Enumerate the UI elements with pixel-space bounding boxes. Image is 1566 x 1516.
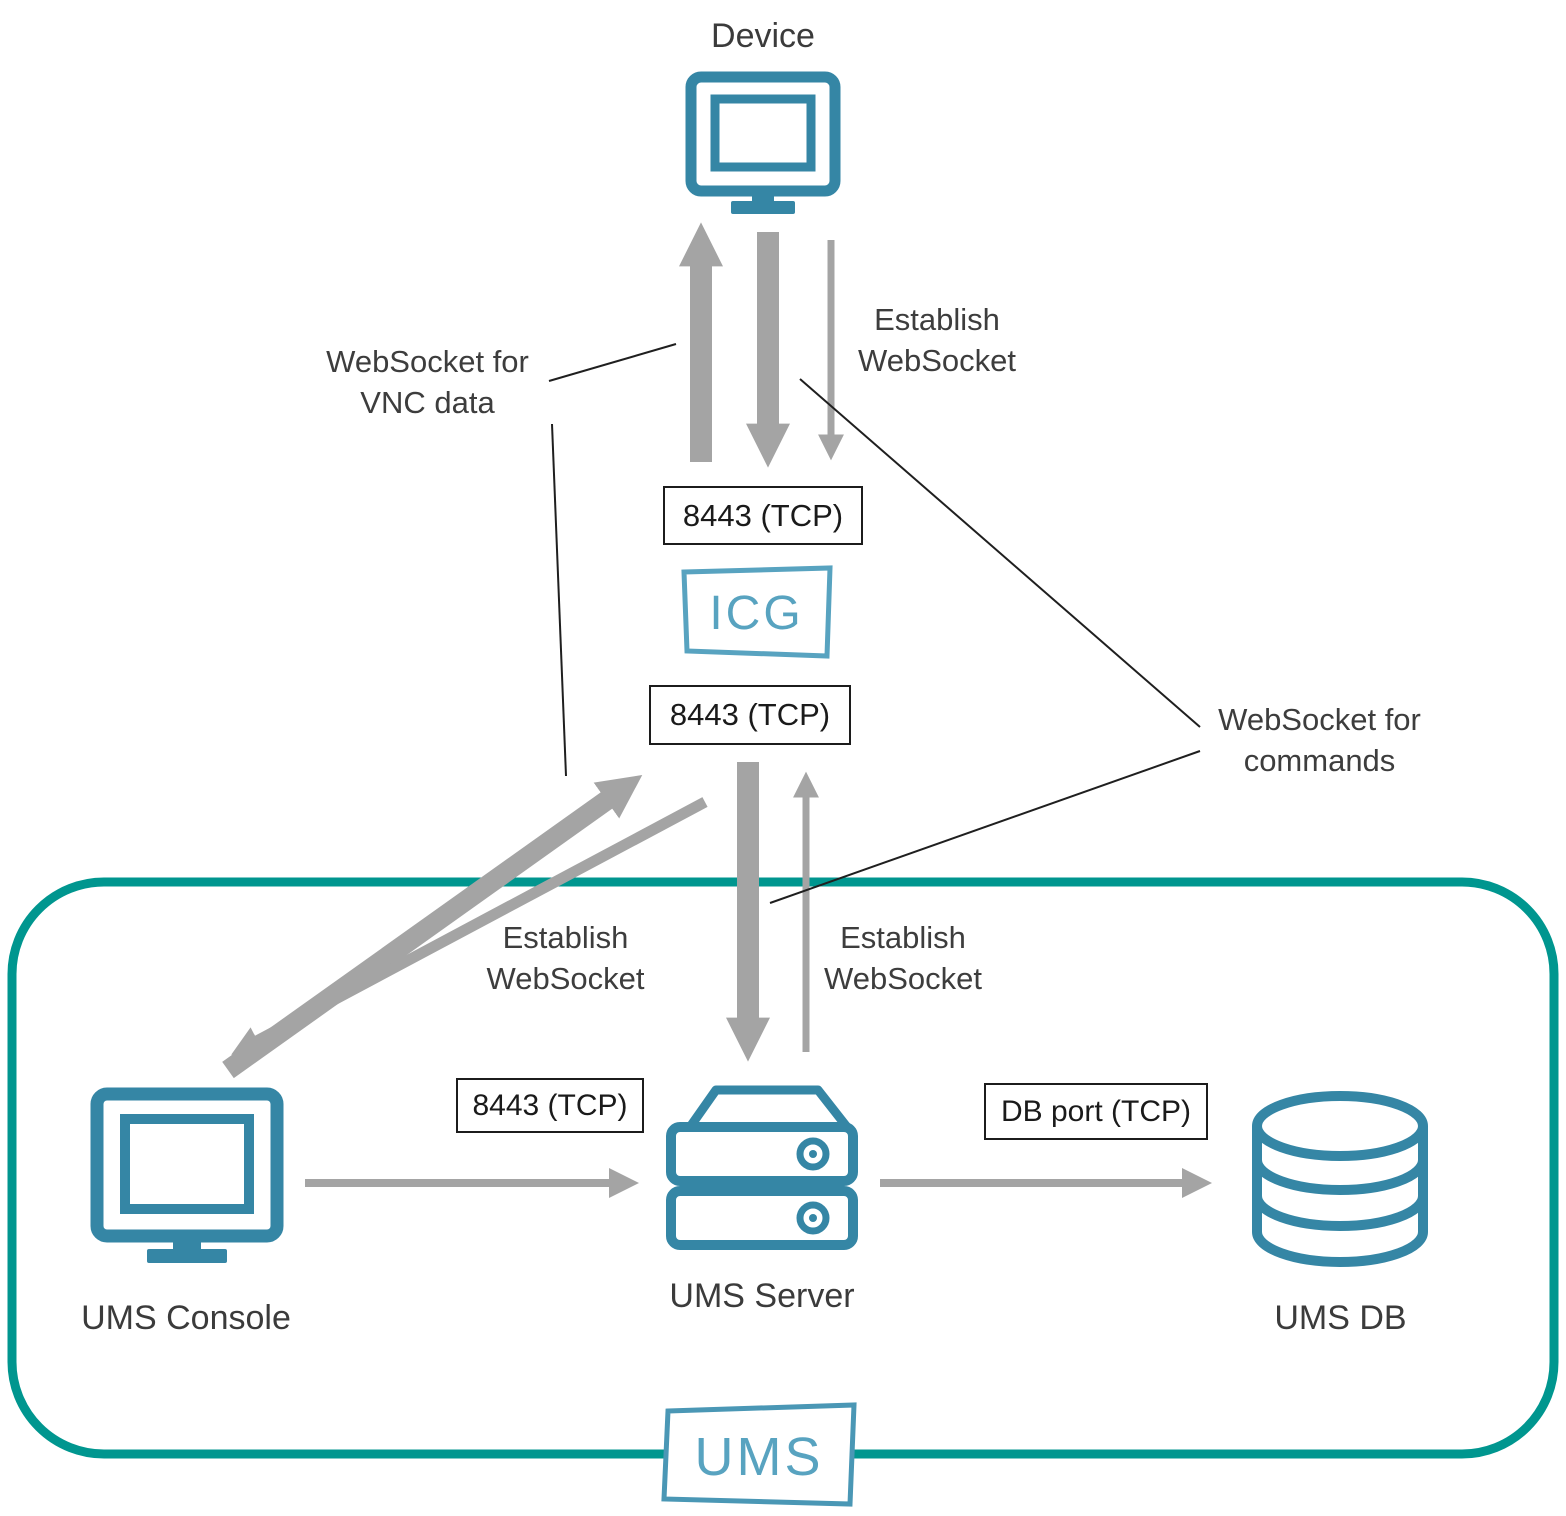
annotation-line: Establish [502, 920, 629, 955]
annotation-line: WebSocket [858, 342, 1016, 378]
annotation-line: WebSocket [486, 960, 645, 996]
icg-label: ICG [709, 586, 804, 640]
annotation-line: WebSocket for [1218, 702, 1421, 737]
pointer-line-vnc-2 [551, 423, 567, 777]
server-led-2-dot [809, 1214, 817, 1222]
db-bottom-arc [1252, 1231, 1428, 1267]
annotation-line: commands [1243, 742, 1396, 778]
annotation-line: VNC data [360, 384, 495, 420]
server-led-1-dot [809, 1150, 817, 1158]
annotation-line: WebSocket [824, 960, 982, 996]
annotation-line: Establish [874, 302, 1000, 337]
ums-group-label: UMS [694, 1427, 824, 1487]
db-ring-2 [1252, 1195, 1428, 1231]
icg-box [681, 565, 833, 659]
ums-server-icon [666, 1085, 858, 1250]
pointer-line-vnc-1 [548, 343, 677, 382]
db-ring-1 [1252, 1159, 1428, 1195]
device-label: Device [711, 17, 815, 55]
console-monitor-screen [120, 1114, 254, 1214]
annotation-establish-websocket-server: Establish WebSocket [798, 918, 1008, 1000]
annotation-websocket-commands: WebSocket for commands [1192, 700, 1447, 782]
device-icon [685, 71, 841, 214]
console-monitor-base [147, 1249, 227, 1263]
ums-db-label: UMS DB [1274, 1299, 1407, 1337]
arrows [222, 222, 1212, 1198]
ums-db-icon [1252, 1091, 1428, 1267]
pointer-lines [548, 343, 1201, 904]
port-box-console-server: 8443 (TCP) [456, 1078, 644, 1133]
console-monitor-stem [173, 1236, 201, 1249]
annotation-establish-websocket-console: Establish WebSocket [458, 918, 673, 1000]
annotation-line: Establish [840, 920, 966, 955]
device-monitor-stem [752, 191, 774, 203]
ums-console-label: UMS Console [81, 1299, 291, 1337]
device-monitor-base [731, 201, 795, 214]
port-box-device-icg: 8443 (TCP) [663, 486, 863, 545]
ums-console-icon [90, 1087, 284, 1263]
pointer-line-commands-1 [799, 378, 1201, 728]
annotation-websocket-vnc: WebSocket for VNC data [295, 342, 560, 424]
port-box-icg-ums: 8443 (TCP) [649, 685, 851, 745]
port-box-server-db: DB port (TCP) [984, 1083, 1208, 1140]
ums-server-label: UMS Server [669, 1277, 855, 1315]
device-monitor-screen [710, 94, 816, 172]
server-lid [686, 1085, 851, 1130]
annotation-line: WebSocket for [326, 344, 529, 379]
annotation-establish-websocket-top: Establish WebSocket [832, 300, 1042, 382]
arrow-icg-to-console [231, 797, 708, 1055]
ums-label-box [661, 1402, 857, 1507]
db-top-ellipse [1252, 1091, 1428, 1161]
pointer-line-commands-2 [769, 750, 1201, 904]
